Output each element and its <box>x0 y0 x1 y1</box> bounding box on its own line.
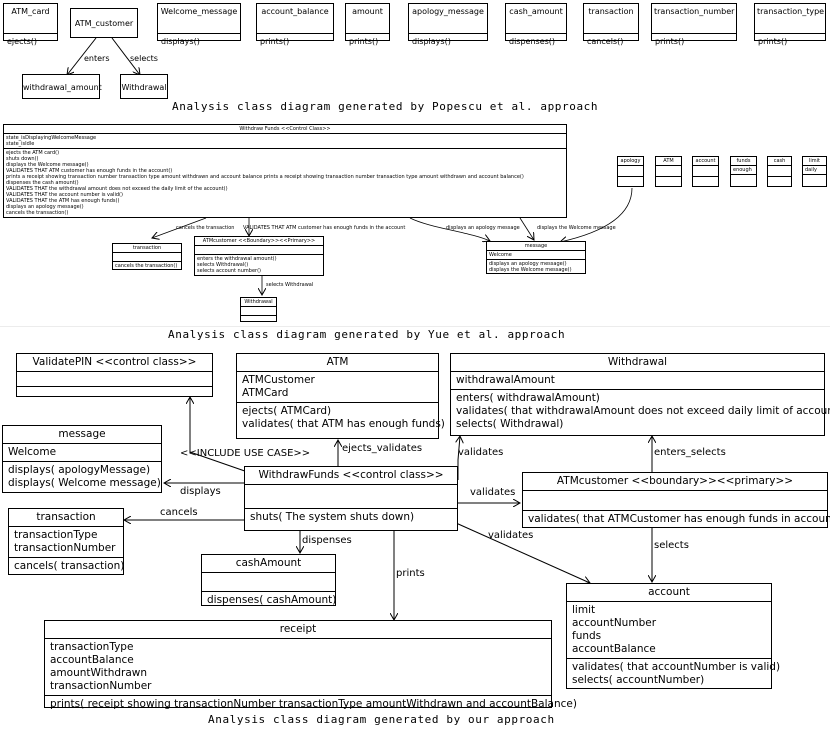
class-message: message Welcome displays( apologyMessage… <box>2 425 162 493</box>
class-transaction-d2: transaction cancels the transaction() <box>112 243 182 270</box>
edge-label-selects: selects <box>654 540 689 551</box>
class-amount: amount prints() <box>345 3 390 46</box>
class-withdraw-funds: WithdrawFunds <<control class>> shuts( T… <box>244 466 458 531</box>
edge-validates-account <box>455 522 590 583</box>
edge-welcome-message <box>519 217 534 240</box>
edge-label-displays: displays <box>180 486 221 497</box>
withdraw-funds-attributes: state_isDisplayingWelcomeMessage state_i… <box>4 134 566 149</box>
edge-cancels-transaction <box>152 217 207 238</box>
edge-label-enters: enters <box>84 54 110 63</box>
edge-label-validates: VALIDATES THAT ATM customer has enough f… <box>243 225 406 231</box>
edge-apology-message <box>409 217 490 241</box>
class-receipt: receipt transactionType accountBalance a… <box>44 620 577 710</box>
edge-label-selects-withdrawal: selects Withdrawal <box>266 282 314 288</box>
class-message-d2: message Welcome displays an apology mess… <box>486 241 586 274</box>
edge-label-dispenses: dispenses <box>302 535 352 546</box>
edge-label-prints: prints <box>396 568 425 579</box>
class-withdraw-funds-control: Withdraw Funds <<Control Class>> state_i… <box>3 124 567 218</box>
class-account-small: account <box>692 156 719 187</box>
edge-label-validates-customer: validates <box>470 487 516 498</box>
class-account: account limit accountNumber funds accoun… <box>566 583 780 689</box>
class-atm-customer-d2: ATMcustomer <<Boundary>><<Primary>> ente… <box>194 236 324 276</box>
class-withdrawal-d1: Withdrawal <box>120 74 168 99</box>
edge-label-apology: displays an apology message <box>446 225 520 231</box>
edge-label-validates-account: validates <box>488 530 534 541</box>
edge-selects <box>111 37 140 75</box>
class-withdrawal-amount: withdrawal_amount <box>22 74 102 99</box>
class-transaction: transaction cancels() <box>583 3 639 46</box>
caption-diagram-2: Analysis class diagram generated by Yue … <box>168 328 566 341</box>
edge-label-welcome: displays the Welcome message <box>537 225 616 231</box>
edge-label-cancels: cancels <box>160 507 198 518</box>
class-validate-pin: ValidatePIN <<control class>> <box>16 353 213 397</box>
class-cash-small: cash <box>767 156 792 187</box>
edge-apology-to-message <box>560 187 633 242</box>
class-transaction-type: transaction_type prints() <box>754 3 826 46</box>
edge-label-selects: selects <box>130 54 158 63</box>
edge-enters <box>67 37 97 75</box>
edge-label-include-use-case: <<INCLUDE USE CASE>> <box>180 448 311 459</box>
class-atm: ATM ATMCustomer ATMCard ejects( ATMCard)… <box>236 353 445 439</box>
class-apology-message: apology_message displays() <box>408 3 488 46</box>
class-transaction-number: transaction_number prints() <box>651 3 737 46</box>
class-atm-customer: ATMcustomer <<boundary>><<primary>> vali… <box>522 472 830 528</box>
separator <box>0 326 830 327</box>
edge-label-validates-withdrawal: validates <box>458 447 504 458</box>
class-cash-amount: cashAmount dispenses( cashAmount) <box>201 554 336 606</box>
caption-diagram-3: Analysis class diagram generated by our … <box>208 713 555 726</box>
edge-label-ejects-validates: ejects_validates <box>342 443 423 454</box>
class-cash-amount: cash_amount dispenses() <box>505 3 567 46</box>
class-welcome-message: Welcome_message displays() <box>157 3 241 46</box>
class-transaction: transaction transactionType transactionN… <box>8 508 124 575</box>
edge-label-cancels-transaction: cancels the transaction <box>176 225 235 231</box>
class-account-balance: account_balance prints() <box>256 3 334 46</box>
edge-validates-withdrawal <box>458 436 460 480</box>
class-atm-card: ATM_card ejects() <box>3 3 58 46</box>
class-apology: apology <box>617 156 644 187</box>
edge-include-use-case <box>190 397 263 478</box>
class-atm-small: ATM <box>655 156 682 187</box>
class-funds-small: funds enough <box>730 156 757 187</box>
class-atm-customer: ATM_customer <box>70 8 138 38</box>
withdraw-funds-operations: ejects the ATM card() shuts down() displ… <box>6 150 524 216</box>
class-limit-small: limit daily <box>802 156 827 187</box>
class-withdrawal-d2: Withdrawal <box>240 297 277 322</box>
edge-label-enters-selects: enters_selects <box>654 447 726 458</box>
class-withdrawal: Withdrawal withdrawalAmount enters( with… <box>450 353 830 436</box>
caption-diagram-1: Analysis class diagram generated by Pope… <box>172 100 599 113</box>
